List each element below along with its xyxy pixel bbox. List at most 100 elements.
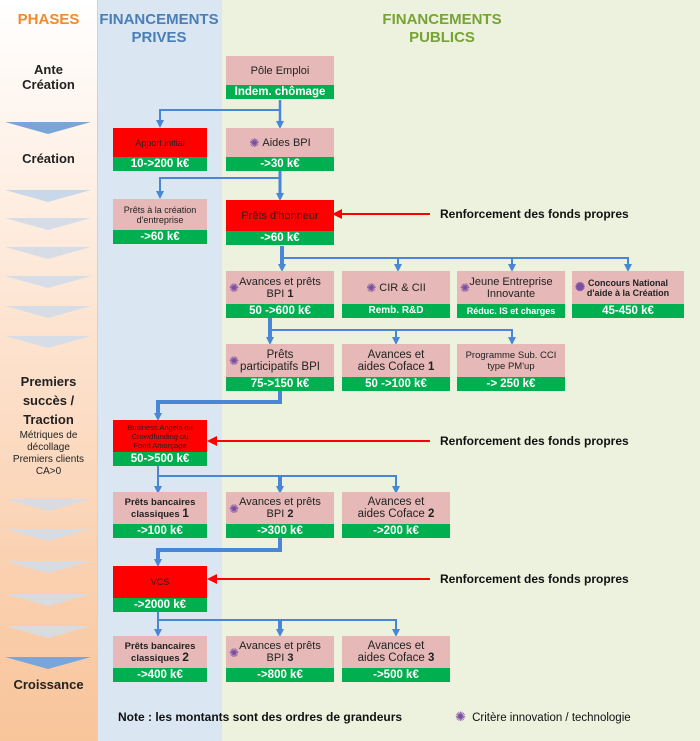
innovation-gear-icon: ✺ bbox=[366, 280, 377, 295]
box-avances-bpi-1-title: ✺ Avances et prêts BPI 1 bbox=[226, 271, 334, 304]
box-vcs-amount: ->2000 k€ bbox=[113, 598, 207, 612]
box-prets-honneur-title: Prêts d'honneur bbox=[226, 200, 334, 231]
public-header-line-1: FINANCEMENTS bbox=[382, 11, 502, 28]
box-coface-2-line-2: aides Coface 2 bbox=[358, 508, 435, 520]
box-coface-3-line-2: aides Coface 3 bbox=[358, 652, 435, 664]
box-apport-initial: Apport initial 10->200 k€ bbox=[113, 128, 207, 171]
box-pole-emploi-amount: Indem. chômage bbox=[226, 85, 334, 99]
public-header-line-2: PUBLICS bbox=[409, 29, 475, 46]
box-avances-bpi-1-line-1: Avances et prêts bbox=[239, 275, 321, 288]
box-pmup-title: Programme Sub. CCI type PM'up bbox=[457, 344, 565, 377]
innovation-gear-icon: ✺ bbox=[229, 354, 240, 368]
box-avances-bpi-2-num: 2 bbox=[287, 508, 294, 520]
innovation-gear-icon: ✺ bbox=[575, 280, 586, 294]
phase-croissance: Croissance bbox=[13, 677, 84, 692]
box-pmup-line-2: type PM'up bbox=[487, 360, 535, 372]
footnote: Note : les montants sont des ordres de g… bbox=[118, 710, 403, 724]
legend: ✺ Critère innovation / technologie bbox=[455, 709, 631, 725]
chevron-down-icon bbox=[5, 247, 91, 259]
box-jei-title: ✺ Jeune Entreprise Innovante bbox=[457, 271, 565, 304]
box-prets-participatifs-line-2: participatifs BPI bbox=[240, 360, 320, 373]
box-prets-bancaires-1-line-2: classiques 1 bbox=[131, 505, 189, 520]
chevron-down-icon bbox=[5, 499, 91, 511]
box-coface-1: Avances et aides Coface 1 50 ->100 k€ bbox=[342, 344, 450, 391]
box-coface-3-line-1: Avances et bbox=[367, 640, 425, 652]
box-avances-bpi-2-line-1: Avances et prêts bbox=[239, 496, 321, 508]
box-avances-bpi-3-line-1: Avances et prêts bbox=[239, 640, 321, 652]
box-prets-creation-line-1: Prêts à la création bbox=[123, 204, 197, 215]
innovation-gear-icon: ✺ bbox=[249, 135, 260, 150]
box-prets-bancaires-2-line-1: Prêts bancaires bbox=[124, 640, 196, 652]
box-pmup-amount: -> 250 k€ bbox=[457, 377, 565, 391]
box-aides-bpi: ✺Aides BPI ->30 k€ bbox=[226, 128, 334, 171]
box-prets-creation-title: Prêts à la création d'entreprise bbox=[113, 199, 207, 230]
private-header-line-1: FINANCEMENTS bbox=[99, 11, 219, 28]
box-coface-1-num: 1 bbox=[427, 360, 435, 373]
box-coface-1-title: Avances et aides Coface 1 bbox=[342, 344, 450, 377]
box-coface-1-amount: 50 ->100 k€ bbox=[342, 377, 450, 391]
box-avances-bpi-1-amount: 50 ->600 k€ bbox=[226, 304, 334, 318]
chevron-down-icon bbox=[5, 657, 91, 669]
phase-ante-creation: Ante Création bbox=[0, 62, 97, 92]
box-avances-bpi-2-amount: ->300 k€ bbox=[226, 524, 334, 538]
private-header-line-2: PRIVES bbox=[131, 29, 187, 46]
innovation-gear-icon: ✺ bbox=[229, 281, 240, 295]
phase-sub-line-2: décollage bbox=[27, 442, 70, 453]
phase-creation: Création bbox=[22, 151, 75, 166]
box-business-angels-line-2: Crowdfunding ou bbox=[131, 431, 189, 441]
box-business-angels-title: Business Angels ou Crowdfunding ou Fond … bbox=[113, 420, 207, 452]
box-prets-bancaires-2: Prêts bancaires classiques 2 ->400 k€ bbox=[113, 636, 207, 682]
public-financing-header: FINANCEMENTS PUBLICS bbox=[222, 11, 662, 47]
box-coface-3-label: aides Coface bbox=[357, 652, 425, 664]
box-prets-bancaires-1: Prêts bancaires classiques 1 ->100 k€ bbox=[113, 492, 207, 538]
box-prets-honneur-amount: ->60 k€ bbox=[226, 231, 334, 245]
chevron-down-icon bbox=[5, 594, 91, 606]
box-prets-bancaires-2-line-2: classiques 2 bbox=[131, 649, 189, 664]
box-jei-line-1: Jeune Entreprise bbox=[469, 275, 553, 288]
box-concours-line-2: d'aide à la Création bbox=[586, 287, 670, 298]
innovation-gear-icon: ✺ bbox=[229, 646, 240, 660]
innovation-gear-icon: ✺ bbox=[229, 502, 240, 516]
box-coface-3-amount: ->500 k€ bbox=[342, 668, 450, 682]
chevron-down-icon bbox=[5, 626, 91, 638]
box-coface-2-label: aides Coface bbox=[357, 508, 425, 520]
box-coface-1-label: aides Coface bbox=[357, 360, 425, 373]
phase-ante-line-1: Ante bbox=[34, 62, 63, 77]
box-prets-participatifs-line-1: Prêts bbox=[266, 348, 294, 361]
chevron-down-icon bbox=[5, 122, 91, 134]
phase-sub-line-3: Premiers clients bbox=[12, 454, 85, 465]
box-avances-bpi-3-num: 3 bbox=[287, 652, 294, 664]
box-prets-bancaires-2-title: Prêts bancaires classiques 2 bbox=[113, 636, 207, 668]
box-pole-emploi-title: Pôle Emploi bbox=[226, 56, 334, 86]
box-business-angels-line-1: Business Angels ou bbox=[127, 422, 193, 432]
box-coface-2-num: 2 bbox=[427, 508, 435, 520]
box-avances-bpi-1-line-2: BPI 1 bbox=[267, 288, 294, 300]
box-prets-bancaires-1-num: 1 bbox=[182, 505, 189, 520]
box-aides-bpi-label: Aides BPI bbox=[262, 136, 311, 149]
box-prets-bancaires-1-title: Prêts bancaires classiques 1 bbox=[113, 492, 207, 524]
box-prets-creation: Prêts à la création d'entreprise ->60 k€ bbox=[113, 199, 207, 244]
box-prets-bancaires-2-num: 2 bbox=[182, 649, 189, 664]
box-apport-title: Apport initial bbox=[113, 128, 207, 157]
box-aides-bpi-title: ✺Aides BPI bbox=[226, 128, 334, 157]
box-avances-bpi-2-label: BPI bbox=[266, 508, 285, 520]
box-business-angels-amount: 50->500 k€ bbox=[113, 452, 207, 466]
box-pmup: Programme Sub. CCI type PM'up -> 250 k€ bbox=[457, 344, 565, 391]
phase-premiers-subtitle: Métriques de décollage Premiers clients … bbox=[0, 430, 97, 478]
box-jei-line-2: Innovante bbox=[486, 287, 536, 300]
box-prets-creation-line-2: d'entreprise bbox=[136, 214, 184, 225]
chevron-down-icon bbox=[5, 529, 91, 541]
box-avances-bpi-1: ✺ Avances et prêts BPI 1 50 ->600 k€ bbox=[226, 271, 334, 318]
box-concours-amount: 45-450 k€ bbox=[572, 304, 684, 318]
box-avances-bpi-3-amount: ->800 k€ bbox=[226, 668, 334, 682]
box-concours-title: ✺ Concours National d'aide à la Création bbox=[572, 271, 684, 304]
box-cir-cii-title: ✺CIR & CII bbox=[342, 271, 450, 304]
phase-ante-line-2: Création bbox=[22, 77, 75, 92]
box-prets-bancaires-1-label: classiques bbox=[131, 508, 180, 520]
chevron-down-icon bbox=[5, 218, 91, 230]
private-financing-header: FINANCEMENTS PRIVES bbox=[97, 11, 221, 47]
box-prets-bancaires-2-label: classiques bbox=[131, 652, 180, 664]
phase-premiers-succes: Premiers succès / Traction bbox=[0, 372, 97, 429]
box-avances-bpi-2-line-2: BPI 2 bbox=[267, 508, 294, 520]
